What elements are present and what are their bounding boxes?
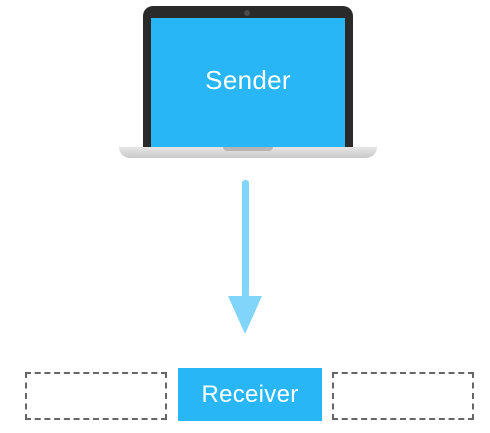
laptop-lid: Sender: [143, 6, 353, 147]
arrow-down-icon: [228, 180, 262, 334]
empty-slot-left: [25, 372, 167, 420]
receiver-label: Receiver: [201, 380, 299, 408]
sender-screen: Sender: [151, 18, 345, 147]
receiver-box: Receiver: [178, 368, 322, 421]
sender-label: Sender: [205, 65, 291, 95]
laptop-icon: Sender: [119, 6, 377, 162]
laptop-notch: [223, 147, 273, 151]
laptop-base: [119, 147, 377, 158]
camera-dot: [244, 10, 250, 16]
empty-slot-right: [332, 372, 474, 420]
